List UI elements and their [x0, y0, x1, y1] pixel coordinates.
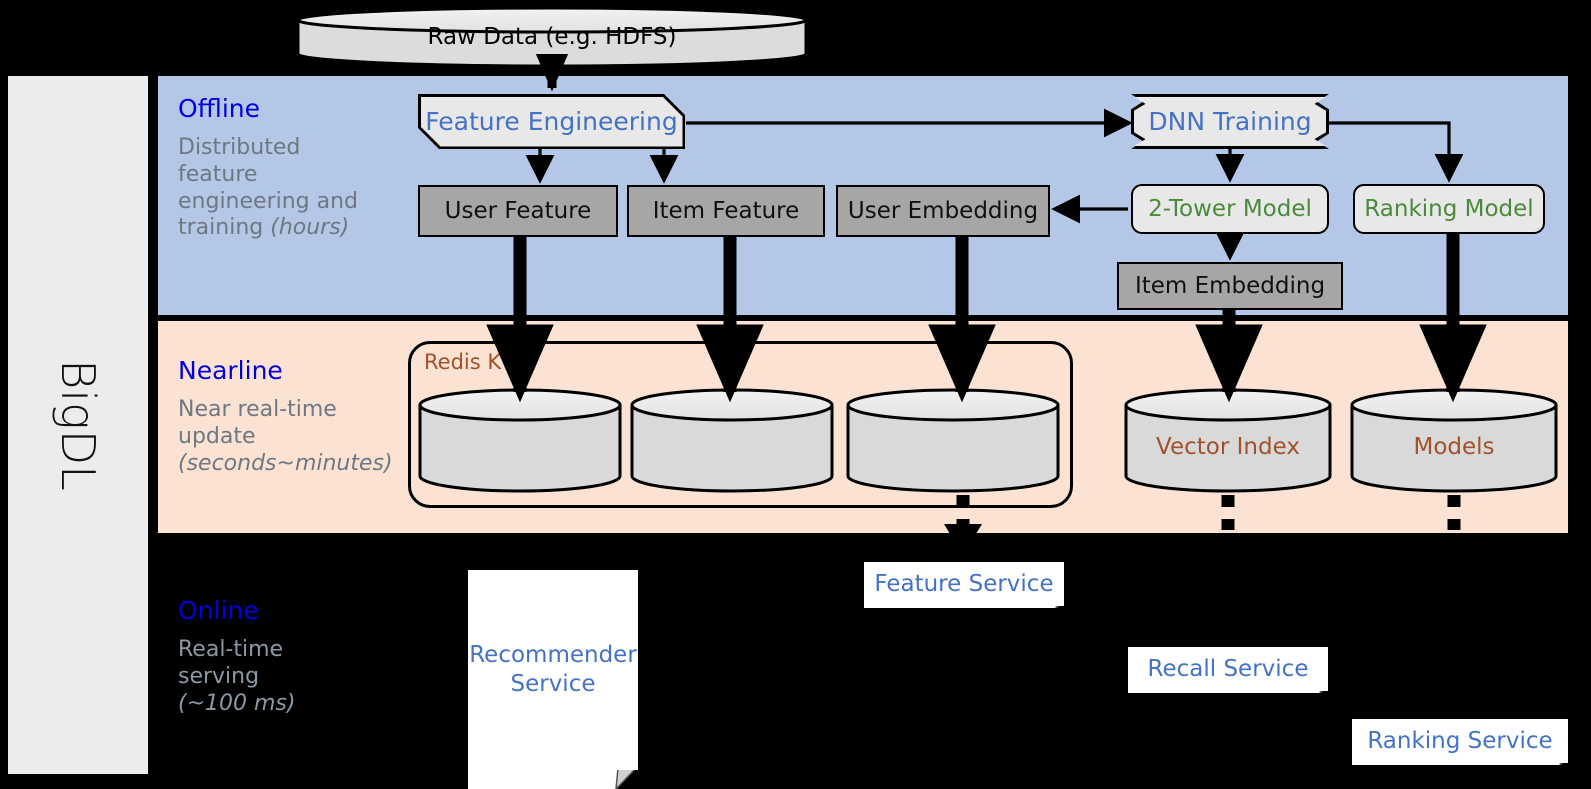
raw-data-label: Raw Data (e.g. HDFS)	[427, 24, 677, 50]
online-sub-line-1: Real-time	[178, 637, 284, 662]
recall-service-label: Recall Service	[1147, 655, 1309, 682]
ranking-model-label: Ranking Model	[1364, 196, 1534, 222]
recommender-service-label-wrap: Recommender Service	[468, 570, 638, 770]
vector-index-cylinder[interactable]: Vector Index	[1124, 388, 1332, 493]
item-feature-box[interactable]: Item Feature	[627, 185, 825, 237]
feature-service-label-wrap: Feature Service	[864, 562, 1064, 606]
online-title: Online	[178, 596, 259, 625]
kv-store-2[interactable]	[630, 388, 834, 493]
offline-sub-line-2: feature	[178, 161, 258, 187]
nearline-subtitle: Near real-time update (seconds~minutes)	[178, 397, 413, 477]
user-embedding-box[interactable]: User Embedding	[836, 185, 1050, 237]
offline-caption: Offline Distributed feature engineering …	[178, 94, 388, 242]
recommender-service-card[interactable]: Recommender Service	[468, 570, 638, 789]
recall-service-card[interactable]: Recall Service	[1128, 647, 1328, 693]
feature-engineering-label: Feature Engineering	[425, 107, 678, 136]
online-sub-line-3: (~100 ms)	[178, 691, 388, 718]
feature-service-label: Feature Service	[874, 570, 1054, 597]
band-online	[158, 539, 1568, 789]
offline-sub-word: training	[178, 215, 271, 241]
recommender-service-label: Recommender Service	[469, 642, 637, 697]
item-embedding-label: Item Embedding	[1134, 273, 1326, 299]
redis-kv-label: Redis KV	[424, 350, 516, 374]
ranking-service-label-wrap: Ranking Service	[1352, 719, 1568, 763]
models-label: Models	[1413, 433, 1495, 460]
nearline-sub-line-1: Near real-time	[178, 397, 337, 422]
offline-sub-italic: (hours)	[270, 215, 350, 241]
ranking-service-label: Ranking Service	[1367, 727, 1553, 754]
dnn-training-box[interactable]: DNN Training	[1134, 97, 1326, 146]
nearline-sub-line-3: (seconds~minutes)	[178, 451, 413, 478]
online-caption: Online Real-time serving (~100 ms)	[178, 596, 388, 717]
user-feature-box[interactable]: User Feature	[418, 185, 618, 237]
user-feature-label: User Feature	[444, 198, 592, 224]
offline-title: Offline	[178, 94, 261, 123]
offline-sub-line-4: training (hours)	[178, 215, 388, 242]
offline-sub-line-3: engineering and	[178, 188, 359, 214]
item-feature-label: Item Feature	[652, 198, 800, 224]
ranking-service-card[interactable]: Ranking Service	[1352, 719, 1568, 765]
kv-store-3[interactable]	[846, 388, 1060, 493]
feature-engineering-box[interactable]: Feature Engineering	[421, 97, 683, 147]
dnn-training-label: DNN Training	[1148, 107, 1312, 136]
user-embedding-label: User Embedding	[847, 198, 1039, 224]
kv-store-1[interactable]	[418, 388, 622, 493]
ranking-model-box[interactable]: Ranking Model	[1353, 184, 1545, 234]
online-subtitle: Real-time serving (~100 ms)	[178, 637, 388, 717]
two-tower-model-label: 2-Tower Model	[1148, 196, 1312, 222]
bigdl-label: BigDL	[51, 359, 105, 491]
raw-data-cylinder: Raw Data (e.g. HDFS)	[296, 6, 808, 68]
item-embedding-box[interactable]: Item Embedding	[1117, 262, 1343, 310]
recall-service-label-wrap: Recall Service	[1128, 647, 1328, 691]
vector-index-label: Vector Index	[1156, 433, 1300, 460]
nearline-sub-line-2: update	[178, 423, 256, 449]
offline-subtitle: Distributed feature engineering and trai…	[178, 135, 388, 242]
offline-sub-line-1: Distributed	[178, 135, 301, 160]
online-sub-line-2: serving	[178, 663, 260, 689]
nearline-caption: Nearline Near real-time update (seconds~…	[178, 356, 413, 477]
feature-service-card[interactable]: Feature Service	[864, 562, 1064, 608]
nearline-title: Nearline	[178, 356, 283, 385]
two-tower-model-box[interactable]: 2-Tower Model	[1131, 184, 1329, 234]
models-cylinder[interactable]: Models	[1350, 388, 1558, 493]
bigdl-rail: BigDL	[8, 76, 148, 774]
online-sub-italic: (~100 ms)	[178, 690, 296, 716]
nearline-sub-italic: (seconds~minutes)	[178, 450, 393, 476]
